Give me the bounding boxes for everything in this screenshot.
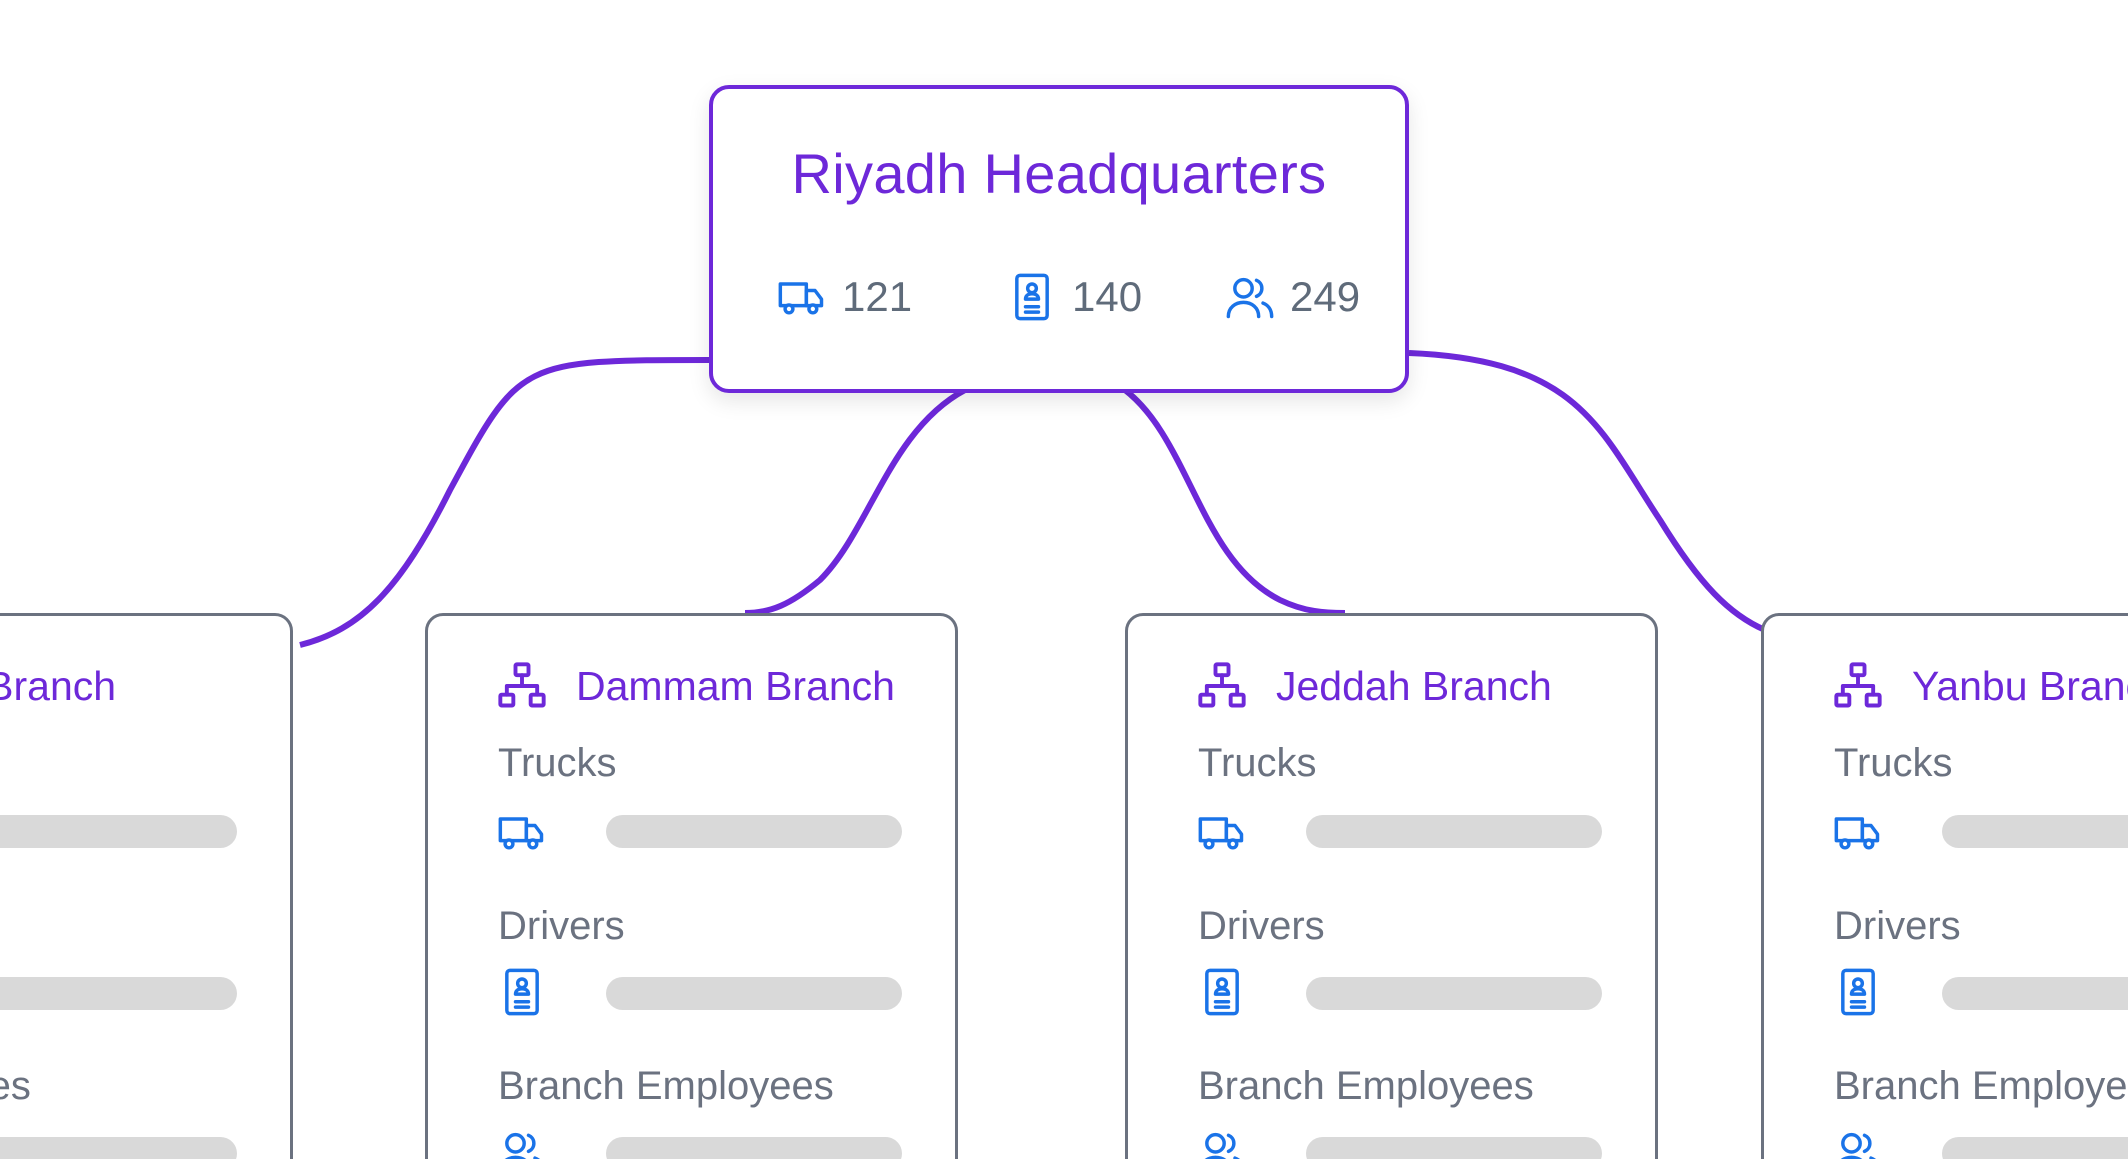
- trucks-label: Trucks: [1198, 741, 1317, 785]
- trucks-label: Trucks: [1834, 741, 1953, 785]
- branch-card-jeddah[interactable]: Jeddah Branch Trucks Drivers Branch Empl…: [1125, 613, 1658, 1159]
- drivers-label: Drivers: [1198, 904, 1325, 948]
- drivers-placeholder-bar: [1942, 977, 2128, 1010]
- driver-badge-icon: [1832, 966, 1884, 1018]
- driver-badge-icon: [496, 966, 548, 1018]
- drivers-placeholder-bar: [0, 977, 237, 1010]
- branch-header: Jeddah Branch: [1196, 658, 1552, 714]
- users-icon: [496, 1126, 548, 1159]
- connector-hq-to-yanbu: [1408, 350, 1767, 633]
- hq-employees-stat: 249: [1224, 269, 1360, 325]
- hq-trucks-count: 121: [842, 273, 913, 320]
- drivers-placeholder-bar: [606, 977, 902, 1010]
- connector-hq-to-qassim: [299, 357, 710, 648]
- driver-badge-icon: [1196, 966, 1248, 1018]
- hq-drivers-stat: 140: [1006, 269, 1142, 325]
- truck-icon: [776, 271, 828, 323]
- trucks-placeholder-bar: [606, 815, 902, 848]
- hq-drivers-count: 140: [1072, 273, 1143, 320]
- employees-label: Employees: [0, 1064, 31, 1108]
- branch-header: Yanbu Branch: [1832, 658, 2128, 714]
- employees-placeholder-bar: [1942, 1137, 2128, 1159]
- network-icon: [1196, 660, 1248, 712]
- hq-trucks-stat: 121: [776, 269, 912, 325]
- branch-title: Yanbu Branch: [1912, 662, 2128, 709]
- hq-employees-count: 249: [1290, 273, 1361, 320]
- employees-label: Branch Employees: [1198, 1064, 1534, 1108]
- truck-icon: [1196, 806, 1248, 858]
- users-icon: [1224, 271, 1276, 323]
- trucks-placeholder-bar: [1942, 815, 2128, 848]
- network-icon: [496, 660, 548, 712]
- connector-hq-to-dammam: [744, 387, 967, 616]
- branch-card-qassim[interactable]: sim Branch Employees: [0, 613, 293, 1159]
- trucks-placeholder-bar: [0, 815, 237, 848]
- network-icon: [1832, 660, 1884, 712]
- employees-label: Branch Employees: [1834, 1064, 2128, 1108]
- employees-placeholder-bar: [1306, 1137, 1602, 1159]
- headquarters-title: Riyadh Headquarters: [791, 142, 1327, 205]
- branch-card-dammam[interactable]: Dammam Branch Trucks Drivers Branch Empl…: [425, 613, 958, 1159]
- trucks-placeholder-bar: [1306, 815, 1602, 848]
- employees-placeholder-bar: [606, 1137, 902, 1159]
- branch-title: sim Branch: [0, 662, 117, 709]
- driver-badge-icon: [1006, 271, 1058, 323]
- branch-title: Jeddah Branch: [1276, 662, 1552, 709]
- truck-icon: [496, 806, 548, 858]
- drivers-label: Drivers: [498, 904, 625, 948]
- branch-header: Dammam Branch: [496, 658, 895, 714]
- users-icon: [1832, 1126, 1884, 1159]
- truck-icon: [1832, 806, 1884, 858]
- branch-title: Dammam Branch: [576, 662, 895, 709]
- branch-card-yanbu[interactable]: Yanbu Branch Trucks Drivers Branch Emplo…: [1761, 613, 2128, 1159]
- drivers-placeholder-bar: [1306, 977, 1602, 1010]
- branch-header: sim Branch: [0, 658, 116, 714]
- employees-placeholder-bar: [0, 1137, 237, 1159]
- headquarters-node[interactable]: Riyadh Headquarters 121 140 249: [709, 85, 1409, 393]
- connector-hq-to-jeddah: [1123, 387, 1346, 616]
- employees-label: Branch Employees: [498, 1064, 834, 1108]
- trucks-label: Trucks: [498, 741, 617, 785]
- drivers-label: Drivers: [1834, 904, 1961, 948]
- users-icon: [1196, 1126, 1248, 1159]
